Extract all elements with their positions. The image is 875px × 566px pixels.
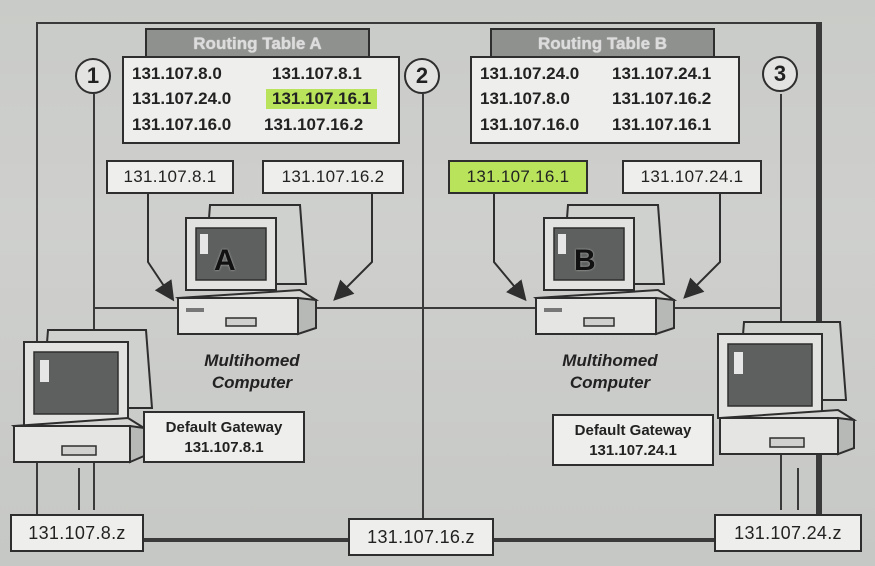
rt-b-r2-gw: 131.107.16.2 bbox=[612, 89, 712, 108]
computer-a-icon bbox=[174, 204, 320, 336]
rt-a-r1-dest: 131.107.8.0 bbox=[132, 64, 222, 83]
rt-a-r3-gw: 131.107.16.2 bbox=[264, 115, 364, 134]
left-pc-icon bbox=[10, 329, 154, 464]
network-1-address: 131.107.8.z bbox=[10, 514, 144, 552]
computer-b-caption-line1: Multihomed bbox=[562, 351, 658, 370]
network-3-line bbox=[780, 94, 782, 510]
routing-table-b: 131.107.24.0 131.107.24.1 131.107.8.0 13… bbox=[470, 56, 740, 144]
rt-b-r3-gw: 131.107.16.1 bbox=[612, 115, 712, 134]
computer-a-nic-right: 131.107.16.2 bbox=[262, 160, 404, 194]
link-b-to-right bbox=[665, 307, 780, 309]
rt-b-r2-dest: 131.107.8.0 bbox=[480, 89, 570, 108]
computer-a-nic-left: 131.107.8.1 bbox=[106, 160, 234, 194]
computer-b-nic-right: 131.107.24.1 bbox=[622, 160, 762, 194]
gateway-right-address: 131.107.24.1 bbox=[589, 442, 677, 459]
right-pc-icon bbox=[716, 321, 858, 456]
routing-table-b-title: Routing Table B bbox=[490, 28, 715, 60]
gateway-right-label: Default Gateway bbox=[574, 422, 692, 439]
computer-a-caption-line1: Multihomed bbox=[204, 351, 300, 370]
rt-a-r3-dest: 131.107.16.0 bbox=[132, 115, 232, 134]
gateway-left-box: Default Gateway 131.107.8.1 bbox=[143, 411, 305, 463]
gateway-left-label: Default Gateway bbox=[165, 419, 283, 436]
computer-b-letter: B bbox=[574, 244, 596, 277]
computer-b-caption-line2: Computer bbox=[569, 373, 651, 392]
computer-b-caption: Multihomed Computer bbox=[540, 350, 680, 394]
computer-b-icon bbox=[532, 204, 678, 336]
pc-left-drop bbox=[78, 468, 80, 510]
rt-b-r1-gw: 131.107.24.1 bbox=[612, 64, 712, 83]
rt-b-r1-dest: 131.107.24.0 bbox=[480, 64, 580, 83]
computer-a-caption-line2: Computer bbox=[211, 373, 293, 392]
rt-b-r3-dest: 131.107.16.0 bbox=[480, 115, 580, 134]
network-2-number: 2 bbox=[404, 58, 440, 94]
link-a-to-center bbox=[310, 307, 422, 309]
rt-a-r2-dest: 131.107.24.0 bbox=[132, 89, 232, 108]
rt-a-r1-gw: 131.107.8.1 bbox=[272, 64, 362, 83]
gateway-left-address: 131.107.8.1 bbox=[184, 439, 264, 456]
computer-a-letter: A bbox=[214, 244, 236, 277]
network-2-address: 131.107.16.z bbox=[348, 518, 494, 556]
arrow-a-right bbox=[333, 194, 373, 301]
routing-table-a: 131.107.8.0 131.107.8.1 131.107.24.0 131… bbox=[122, 56, 400, 144]
pc-right-drop bbox=[797, 468, 799, 510]
gateway-right-box: Default Gateway 131.107.24.1 bbox=[552, 414, 714, 466]
arrow-b-right bbox=[683, 194, 721, 299]
network-1-line bbox=[93, 94, 95, 510]
link-left-to-a bbox=[93, 307, 183, 309]
network-3-address: 131.107.24.z bbox=[714, 514, 862, 552]
computer-b-nic-left: 131.107.16.1 bbox=[448, 160, 588, 194]
arrow-b-left bbox=[493, 194, 527, 302]
rt-a-r2-gw: 131.107.16.1 bbox=[266, 89, 378, 109]
computer-a-caption: Multihomed Computer bbox=[182, 350, 322, 394]
network-3-number: 3 bbox=[762, 56, 798, 92]
network-1-number: 1 bbox=[75, 58, 111, 94]
arrow-a-left bbox=[147, 194, 175, 302]
link-center-to-b bbox=[422, 307, 542, 309]
